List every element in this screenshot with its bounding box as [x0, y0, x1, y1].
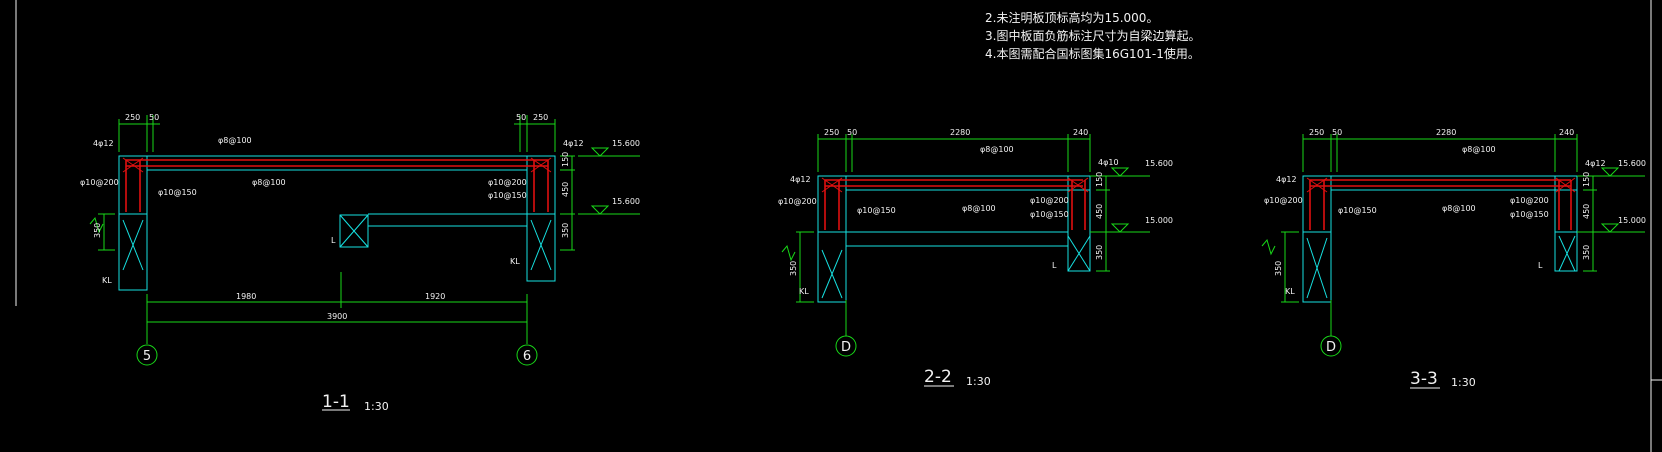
- section-3-3-elev-top: 15.600: [1618, 159, 1646, 168]
- section-2-2-elev-top: 15.600: [1145, 159, 1173, 168]
- section-1-1-title: 1-1: [322, 392, 350, 412]
- section-3-3-label-mid-bar: φ8@100: [1442, 204, 1476, 213]
- section-1-1-vdim-150: 150: [561, 152, 570, 167]
- section-1-1-dim-250-left: 250: [125, 113, 140, 122]
- section-1-1-elev-mid: 15.600: [612, 197, 640, 206]
- section-3-3-dim-50: 50: [1332, 128, 1342, 137]
- section-2-2-label-l-beam: L: [1052, 261, 1057, 270]
- section-3-3-title: 3-3: [1410, 369, 1438, 389]
- section-3-3-label-right-stirrup: φ10@200: [1510, 196, 1549, 205]
- section-3-3-concrete: [1302, 175, 1578, 303]
- section-3-3-vdim-left: 350: [1274, 261, 1283, 276]
- section-1-1-scale: 1:30: [364, 400, 389, 413]
- section-2-2-label-left-stirrup2: φ10@150: [857, 206, 896, 215]
- section-1-1-label-left-corner: 4φ12: [93, 139, 114, 148]
- section-1-1-vdim-350: 350: [561, 223, 570, 238]
- section-3-3-dim-2280: 2280: [1436, 128, 1456, 137]
- section-2-2-label-top-bar: φ8@100: [980, 145, 1014, 154]
- section-2-2-dim-240: 240: [1073, 128, 1088, 137]
- section-1-1-elev-top: 15.600: [612, 139, 640, 148]
- section-3-3-vdim-450: 450: [1582, 204, 1591, 219]
- section-1-1-label-l-beam: L: [331, 236, 336, 245]
- section-3-3-dim-250: 250: [1309, 128, 1324, 137]
- section-1-1-dim-50-right: 50: [516, 113, 526, 122]
- section-3-3[interactable]: D 250 50 2280 240 4φ12 φ8@100 4φ12 φ10@2…: [1261, 128, 1646, 389]
- section-2-2-vdim-150: 150: [1095, 172, 1104, 187]
- section-2-2-label-mid-bar: φ8@100: [962, 204, 996, 213]
- svg-text:6: 6: [523, 349, 531, 364]
- section-2-2-label-left-corner: 4φ12: [790, 175, 811, 184]
- section-2-2-vdim-left: 350: [789, 261, 798, 276]
- section-1-1-dim-3900: 3900: [327, 312, 347, 321]
- section-2-2-label-right-corner: 4φ10: [1098, 158, 1119, 167]
- note-3: 3.图中板面负筋标注尺寸为自梁边算起。: [985, 29, 1201, 43]
- svg-text:D: D: [841, 340, 851, 355]
- section-3-3-axis-d: D: [1320, 335, 1342, 357]
- svg-text:5: 5: [143, 349, 151, 364]
- section-1-1-dim-250-right: 250: [533, 113, 548, 122]
- section-1-1-label-top-bar: φ8@100: [218, 136, 252, 145]
- section-3-3-label-kl: KL: [1285, 287, 1295, 296]
- section-2-2-label-left-stirrup: φ10@200: [778, 197, 817, 206]
- drawing-frame: [15, 0, 1662, 452]
- section-1-1-label-kl-right: KL: [510, 257, 520, 266]
- section-3-3-label-left-stirrup2: φ10@150: [1338, 206, 1377, 215]
- section-2-2-dim-50: 50: [847, 128, 857, 137]
- section-1-1-axis-6: 6: [516, 344, 538, 366]
- section-1-1-dim-1980: 1980: [236, 292, 256, 301]
- section-3-3-label-left-corner: 4φ12: [1276, 175, 1297, 184]
- section-3-3-dim-240: 240: [1559, 128, 1574, 137]
- section-3-3-scale: 1:30: [1451, 376, 1476, 389]
- section-1-1-vdim-450: 450: [561, 182, 570, 197]
- section-2-2-axis-d: D: [835, 335, 857, 357]
- section-3-3-label-right-stirrup2: φ10@150: [1510, 210, 1549, 219]
- section-3-3-label-right-corner: 4φ12: [1585, 159, 1606, 168]
- section-2-2-elev-bottom: 15.000: [1145, 216, 1173, 225]
- section-1-1-dim-1920: 1920: [425, 292, 445, 301]
- section-2-2-rebar: [821, 177, 1089, 230]
- section-2-2-label-right-stirrup: φ10@200: [1030, 196, 1069, 205]
- section-2-2-dim-250: 250: [824, 128, 839, 137]
- section-1-1-concrete: [118, 155, 556, 291]
- section-1-1-vdim-left: 350: [93, 223, 102, 238]
- section-3-3-dimensions: [1261, 134, 1645, 336]
- section-2-2-vdim-350: 350: [1095, 245, 1104, 260]
- section-2-2-label-kl: KL: [799, 287, 809, 296]
- section-1-1-label-right-stirrup: φ10@200: [488, 178, 527, 187]
- note-4: 4.本图需配合国标图集16G101-1使用。: [985, 47, 1200, 61]
- section-1-1-title-block: 1-1 1:30: [322, 392, 389, 413]
- note-2: 2.未注明板顶标高均为15.000。: [985, 11, 1159, 25]
- section-3-3-vdim-150: 150: [1582, 172, 1591, 187]
- section-1-1[interactable]: 5 6 250 50 50 250 1980 1920 3900 4φ12 φ8…: [80, 113, 640, 413]
- section-3-3-vdim-350: 350: [1582, 245, 1591, 260]
- section-3-3-elev-bottom: 15.000: [1618, 216, 1646, 225]
- section-1-1-label-left-stirrup: φ10@200: [80, 178, 119, 187]
- section-2-2-vdim-450: 450: [1095, 204, 1104, 219]
- section-1-1-rebar: [122, 157, 552, 212]
- section-1-1-label-kl-left: KL: [102, 276, 112, 285]
- section-2-2-dimensions: [781, 134, 1150, 336]
- section-3-3-label-l-beam: L: [1538, 261, 1543, 270]
- svg-text:D: D: [1326, 340, 1336, 355]
- section-2-2-label-right-stirrup2: φ10@150: [1030, 210, 1069, 219]
- section-2-2-title-block: 2-2 1:30: [924, 367, 991, 388]
- section-3-3-label-left-stirrup: φ10@200: [1264, 196, 1303, 205]
- section-2-2-title: 2-2: [924, 367, 952, 387]
- section-3-3-title-block: 3-3 1:30: [1410, 369, 1476, 389]
- section-3-3-label-top-bar: φ8@100: [1462, 145, 1496, 154]
- section-1-1-axis-5: 5: [136, 344, 158, 366]
- section-3-3-rebar: [1306, 177, 1576, 230]
- section-1-1-label-mid-bar: φ8@100: [252, 178, 286, 187]
- section-1-1-dim-50-left: 50: [149, 113, 159, 122]
- section-2-2[interactable]: D 250 50 2280 240 4φ12 φ8@100 4φ10 φ10@2…: [778, 128, 1173, 388]
- section-1-1-label-right-stirrup2: φ10@150: [488, 191, 527, 200]
- section-2-2-dim-2280: 2280: [950, 128, 970, 137]
- section-1-1-dimensions: [89, 115, 640, 344]
- section-2-2-scale: 1:30: [966, 375, 991, 388]
- section-1-1-label-left-stirrup2: φ10@150: [158, 188, 197, 197]
- section-1-1-label-right-corner: 4φ12: [563, 139, 584, 148]
- section-2-2-concrete: [817, 175, 1091, 303]
